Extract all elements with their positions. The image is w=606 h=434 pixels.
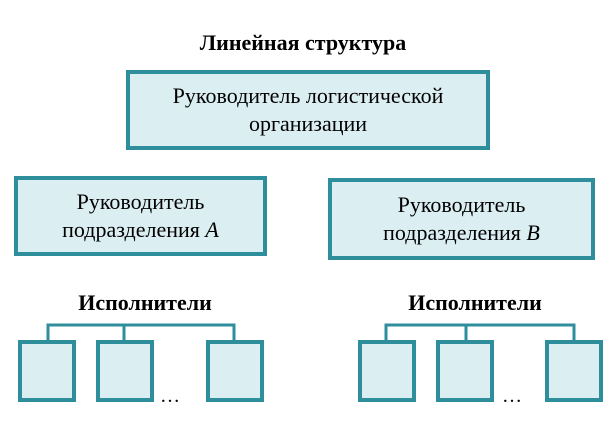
unit-a-line-2-text: подразделения — [62, 217, 206, 242]
executors-ellipsis-left: … — [160, 385, 180, 407]
unit-b-line-2: подразделения B — [383, 219, 540, 247]
unit-b-line-2-text: подразделения — [383, 220, 527, 245]
diagram-title: Линейная структура — [199, 30, 407, 55]
executors-label-right: Исполнители — [408, 290, 542, 315]
executor-box-right-3 — [545, 340, 603, 402]
left-bracket-connector — [46, 323, 236, 340]
executor-box-left-1 — [18, 340, 76, 402]
executors-ellipsis-right: … — [502, 385, 522, 407]
unit-a-letter: A — [205, 217, 219, 242]
unit-a-head-box: Руководитель подразделения A — [14, 176, 267, 256]
head-of-organization-box: Руководитель логистической организации — [126, 70, 490, 150]
unit-b-letter: B — [526, 220, 540, 245]
executor-box-right-1 — [358, 340, 416, 402]
unit-a-line-2: подразделения A — [62, 216, 219, 244]
head-box-line-1: Руководитель логистической — [172, 83, 444, 108]
executors-label-left: Исполнители — [78, 290, 212, 315]
executor-box-left-2 — [96, 340, 154, 402]
right-bracket-connector — [384, 323, 576, 340]
executor-box-right-2 — [436, 340, 494, 402]
unit-b-line-1: Руководитель — [397, 192, 526, 217]
head-box-line-2: организации — [248, 111, 368, 136]
unit-b-head-box: Руководитель подразделения B — [328, 178, 595, 260]
unit-a-line-1: Руководитель — [76, 189, 205, 214]
executor-box-left-3 — [206, 340, 264, 402]
